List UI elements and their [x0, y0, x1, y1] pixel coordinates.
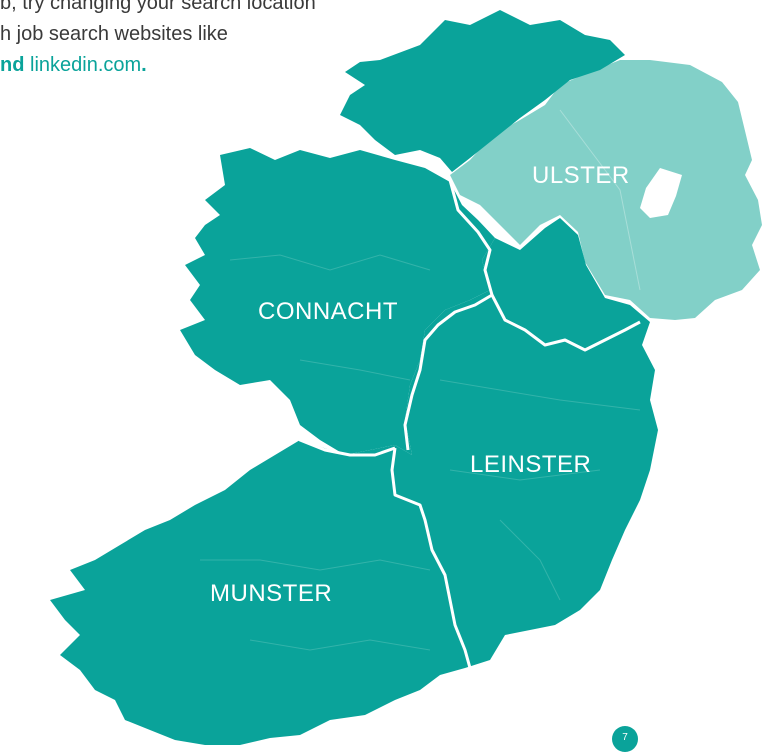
- page-number-badge: 7: [612, 726, 638, 752]
- label-leinster: LEINSTER: [470, 451, 591, 478]
- intro-line-2: h job search websites like: [0, 23, 228, 45]
- intro-bold-fragment: nd: [0, 54, 25, 76]
- intro-text: b, try changing your search location h j…: [0, 0, 360, 81]
- linkedin-link[interactable]: linkedin.com: [30, 54, 142, 76]
- intro-line-3: nd linkedin.com.: [0, 50, 360, 81]
- label-munster: MUNSTER: [210, 580, 332, 607]
- intro-period: .: [141, 54, 147, 76]
- county-borders: [200, 109, 641, 651]
- province-borders: [278, 179, 641, 669]
- republic-landmass: [50, 10, 658, 745]
- intro-line-1: b, try changing your search location: [0, 0, 316, 14]
- label-ulster: ULSTER: [532, 162, 630, 189]
- province-ulster-north[interactable]: [450, 60, 762, 320]
- label-connacht: CONNACHT: [258, 298, 398, 325]
- lough-neagh: [640, 168, 682, 218]
